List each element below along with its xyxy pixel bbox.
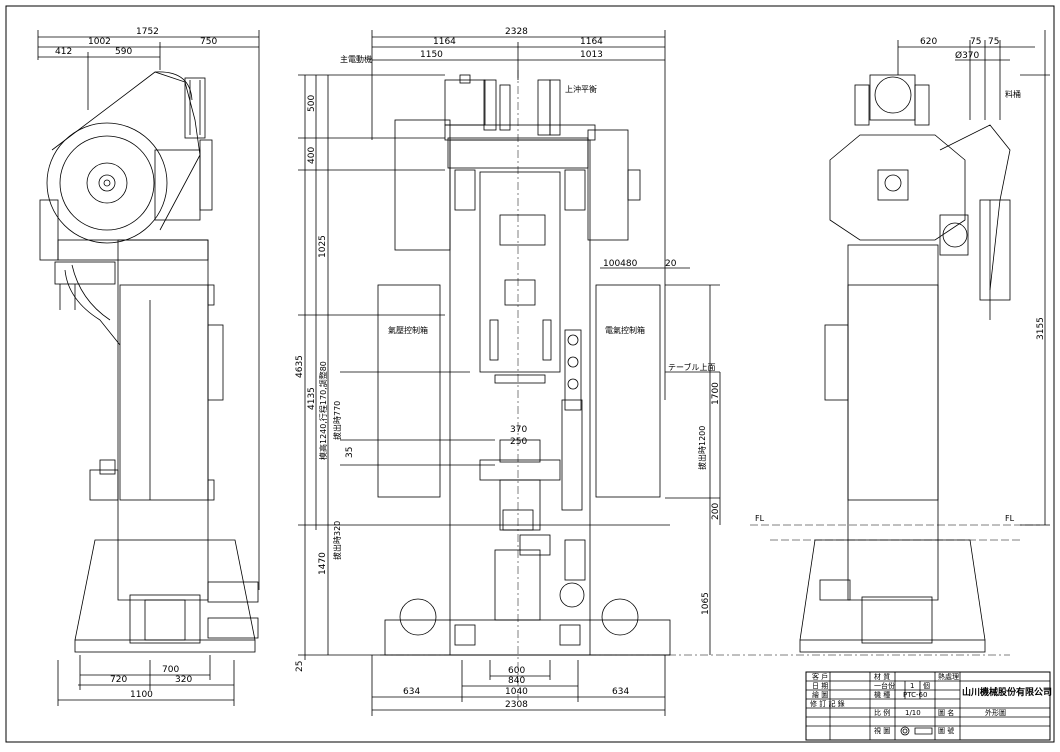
dim-left-590: 590	[115, 47, 132, 57]
dim-front-35: 35	[345, 447, 355, 458]
dim-left-750: 750	[200, 37, 217, 47]
tb-scale: 1/10	[905, 709, 921, 717]
dim-front-1025: 1025	[318, 235, 328, 258]
dim-front-20: 20	[665, 259, 677, 269]
tb-customer: 客 戶	[812, 672, 828, 681]
dim-front-1700: 1700	[711, 382, 721, 405]
dim-right-620: 620	[920, 37, 937, 47]
dim-front-1150: 1150	[420, 50, 443, 60]
dim-front-4135: 4135	[307, 387, 317, 410]
dim-front-840: 840	[508, 676, 525, 686]
dim-left-1002: 1002	[88, 37, 111, 47]
dim-left-720: 720	[110, 675, 127, 685]
tb-qty: 一台份	[874, 681, 895, 690]
dim-front-500: 500	[307, 95, 317, 112]
note-pullout-1200: 拔出時1200	[697, 426, 707, 470]
label-hydraulic-box: 氣壓控制箱	[388, 325, 428, 335]
tb-drawn: 繪 圖	[812, 690, 828, 699]
tb-scale-label: 比 例	[874, 708, 890, 717]
tb-unit: 個	[923, 681, 930, 690]
tb-heat: 熱處理	[938, 672, 959, 681]
note-pullout-320: 拔出時320	[332, 521, 342, 560]
tb-material: 材 質	[874, 672, 890, 681]
dim-front-370: 370	[510, 425, 527, 435]
dim-front-200: 200	[711, 503, 721, 520]
dim-front-634-r: 634	[612, 687, 629, 697]
sheet-border	[5, 5, 1055, 743]
dim-front-600: 600	[508, 666, 525, 676]
tb-drawing-no-label: 圖 號	[938, 726, 954, 735]
dim-front-1013: 1013	[580, 50, 603, 60]
dim-left-1752: 1752	[136, 27, 159, 37]
dim-front-2328: 2328	[505, 27, 528, 37]
dim-front-1040: 1040	[505, 687, 528, 697]
note-die-height: 模高1240,行程170,調整80	[318, 361, 328, 460]
dim-left-700: 700	[162, 665, 179, 675]
dim-right-3155: 3155	[1036, 317, 1046, 340]
label-oil-tank: 料桶	[1005, 89, 1021, 99]
title-block	[805, 671, 1051, 741]
label-upper-balancer: 上沖平衡	[565, 84, 597, 94]
tb-qty-n: 1	[910, 682, 914, 690]
label-main-motor: 主電動機	[340, 54, 372, 64]
dim-left-412: 412	[55, 47, 72, 57]
dim-front-100480: 100480	[603, 259, 638, 269]
tb-view-label: 視 圖	[874, 726, 890, 735]
dim-right-75-a: 75	[970, 37, 981, 47]
note-pullout-770: 拔出時770	[332, 401, 342, 440]
dim-front-1164-r: 1164	[580, 37, 603, 47]
dim-right-dia370: Ø370	[955, 50, 980, 61]
dim-left-320: 320	[175, 675, 192, 685]
tb-drawing-name: 外形圖	[985, 708, 1006, 717]
dim-front-1164-l: 1164	[433, 37, 456, 47]
left-side-view	[37, 30, 260, 706]
dim-front-2308: 2308	[505, 700, 528, 710]
label-fl-right: FL	[1005, 514, 1015, 523]
dim-front-4635: 4635	[295, 355, 305, 378]
dim-right-75-b: 75	[988, 37, 999, 47]
dim-front-400: 400	[307, 147, 317, 164]
tb-revision: 修 訂 記 錄	[810, 699, 845, 708]
label-electric-box: 電氣控制箱	[605, 325, 645, 335]
dim-front-25: 25	[295, 661, 305, 672]
dim-left-1100: 1100	[130, 690, 153, 700]
dim-front-634-l: 634	[403, 687, 420, 697]
tb-name-label: 圖 名	[938, 708, 954, 717]
label-table-top: テーブル上面	[668, 362, 716, 372]
tb-date: 日 期	[812, 682, 828, 690]
tb-company: 山川機械股份有限公司	[962, 686, 1052, 698]
tb-model-label: 機 種	[874, 690, 890, 699]
dim-front-1065: 1065	[701, 592, 711, 615]
tb-model: PTC-60	[903, 691, 927, 699]
dim-front-1470: 1470	[318, 552, 328, 575]
right-side-view	[750, 30, 1050, 653]
label-fl-left: FL	[755, 514, 765, 523]
dim-front-250: 250	[510, 437, 527, 447]
front-view	[298, 30, 1010, 716]
